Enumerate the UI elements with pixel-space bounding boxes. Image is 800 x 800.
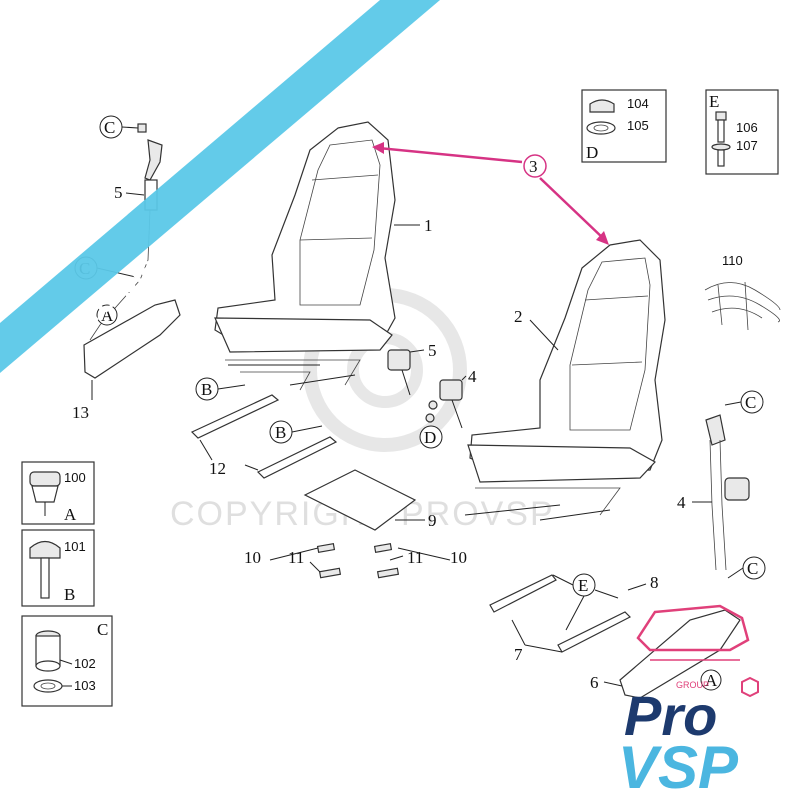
left-rails: B B 12	[190, 377, 338, 479]
callout-4-mid: 4	[468, 367, 477, 386]
callout-e-right: E	[578, 576, 588, 595]
reference-arrow-3: 3	[372, 142, 609, 245]
callout-9: 9	[428, 511, 437, 530]
callout-10-left: 10	[244, 548, 261, 567]
callout-a-left: A	[101, 306, 114, 325]
kit-c-item-103: 103	[74, 678, 96, 693]
kit-d-item-105: 105	[627, 118, 649, 133]
callout-4-right: 4	[677, 493, 686, 512]
callout-3: 3	[529, 157, 538, 176]
callout-11-left: 11	[288, 548, 304, 567]
seat-right-illustration	[464, 239, 666, 521]
callout-b-2: B	[275, 423, 286, 442]
kit-d-item-104: 104	[627, 96, 649, 111]
callout-1: 1	[424, 216, 433, 235]
callout-7: 7	[514, 645, 523, 664]
kit-a-item-100: 100	[64, 470, 86, 485]
kit-e-item-106: 106	[736, 120, 758, 135]
callout-5-left: 5	[114, 183, 123, 202]
right-belt-assembly: C 4 C	[677, 390, 766, 580]
callout-6: 6	[590, 673, 599, 692]
callout-b-1: B	[201, 380, 212, 399]
kit-e-item-107: 107	[736, 138, 758, 153]
kit-b-item-101: 101	[64, 539, 86, 554]
callout-8: 8	[650, 573, 659, 592]
callout-c-4: C	[747, 559, 758, 578]
kit-box-d: 104 105 D	[581, 89, 667, 163]
callout-5-mid: 5	[428, 341, 437, 360]
right-rails: E 8 7	[489, 573, 659, 664]
callout-12: 12	[209, 459, 226, 478]
callout-2: 2	[514, 307, 523, 326]
brand-pro: Pro	[624, 684, 717, 747]
kit-c-item-102: 102	[74, 656, 96, 671]
middle-buckles: 5 4 D	[387, 341, 477, 449]
side-trim-part-6: A 6	[590, 609, 741, 699]
kit-b-letter: B	[64, 585, 75, 604]
kit-box-c: C 102 103	[21, 615, 113, 707]
callout-11-right: 11	[407, 548, 423, 567]
callout-c-1: C	[104, 118, 115, 137]
kit-d-letter: D	[586, 143, 598, 162]
floor-mat: 9 10 11 11 10	[244, 469, 467, 579]
kit-e-letter: E	[709, 92, 719, 111]
wiring-harness-110: 110	[704, 253, 781, 331]
callout-110: 110	[722, 253, 743, 268]
callout-a-right: A	[705, 671, 718, 690]
brand-vsp: VSP	[618, 734, 739, 800]
kit-a-letter: A	[64, 505, 77, 524]
kit-c-letter: C	[97, 620, 108, 639]
callout-13: 13	[72, 403, 89, 422]
provsp-logo: GROUP Pro VSP	[618, 604, 759, 800]
kit-box-b: 101 B	[21, 529, 95, 607]
kit-box-a: 100 A	[21, 461, 95, 525]
brand-group: GROUP	[676, 680, 709, 690]
callout-d-mid: D	[424, 428, 436, 447]
kit-box-e: E 106 107	[705, 89, 779, 175]
seat-left-illustration	[214, 121, 396, 391]
callout-c-3: C	[745, 393, 756, 412]
callout-10-right: 10	[450, 548, 467, 567]
